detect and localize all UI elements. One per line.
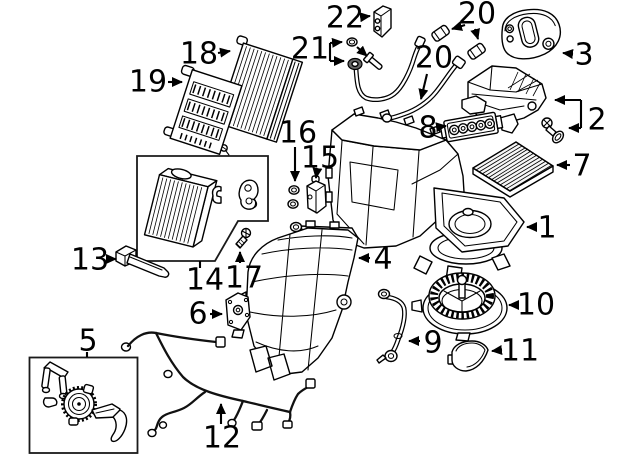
part-14-evaporator-kit-drawing xyxy=(143,144,259,248)
part-3-mounting-plate-drawing xyxy=(501,8,562,60)
part-6-actuator-drawing xyxy=(225,292,251,339)
callout-20-lower-label: 20 xyxy=(415,41,453,76)
part-10-blower-wheel-drawing xyxy=(411,272,508,342)
callout-20-upper[interactable]: 20 xyxy=(451,0,496,40)
callout-20-upper-label: 20 xyxy=(458,0,496,32)
callout-22-label: 22 xyxy=(326,1,364,36)
callout-9-label: 9 xyxy=(423,326,442,361)
callout-10[interactable]: 10 xyxy=(508,288,555,323)
callout-14-label: 14 xyxy=(186,263,224,298)
callout-15-label: 15 xyxy=(301,141,339,176)
part-16-o-rings-drawing xyxy=(287,185,303,233)
callout-17-label: 17 xyxy=(225,261,263,296)
part-11-cover-drawing xyxy=(447,340,489,372)
leader-line-18 xyxy=(217,47,231,58)
leader-line-22 xyxy=(359,12,371,23)
part-18-heater-core-drawing xyxy=(216,35,304,143)
part-5-box xyxy=(28,356,139,454)
part-13-bracket-drawing xyxy=(115,245,170,278)
callout-6[interactable]: 6 xyxy=(188,297,223,332)
callout-12-label: 12 xyxy=(203,421,241,456)
part-20-fitting-lower-drawing xyxy=(467,42,486,60)
callout-20-lower[interactable]: 20 xyxy=(415,41,453,100)
callout-5[interactable]: 5 xyxy=(78,324,97,359)
callout-2[interactable]: 2 xyxy=(554,95,607,138)
callout-16[interactable]: 16 xyxy=(279,116,317,182)
part-20-pipes-drawing xyxy=(353,35,466,123)
callout-4[interactable]: 4 xyxy=(358,242,393,277)
callout-19[interactable]: 19 xyxy=(129,65,183,100)
part-2-bolt-drawing xyxy=(541,117,565,144)
callout-17[interactable]: 17 xyxy=(225,251,263,296)
leader-line-11 xyxy=(491,345,503,355)
part-7-cabin-filter-drawing xyxy=(472,141,554,198)
callout-10-label: 10 xyxy=(517,288,555,323)
part-4-evaporator-case-drawing xyxy=(237,220,359,381)
leader-line-21-c xyxy=(356,45,368,57)
callout-9[interactable]: 9 xyxy=(408,326,443,361)
part-22-valve-drawing xyxy=(373,5,392,38)
callout-3-label: 3 xyxy=(574,38,593,73)
part-19-grille-panel-drawing xyxy=(163,64,243,155)
callout-21-label: 21 xyxy=(291,32,329,67)
callout-7-label: 7 xyxy=(572,149,591,184)
callout-7[interactable]: 7 xyxy=(556,149,592,184)
callout-15[interactable]: 15 xyxy=(301,141,339,179)
leader-line-21-a xyxy=(329,37,343,48)
parts-layer xyxy=(28,5,565,454)
part-8-flap-frame-drawing xyxy=(439,111,504,143)
callout-13-label: 13 xyxy=(71,243,109,278)
part-21-seal-kit-drawing xyxy=(346,37,383,71)
callout-1[interactable]: 1 xyxy=(526,211,557,246)
leader-line-20-lower xyxy=(418,73,429,100)
part-15-expansion-valve-drawing xyxy=(306,175,327,214)
leader-line-15 xyxy=(312,167,323,179)
part-17-screw-drawing xyxy=(235,227,252,249)
callout-3[interactable]: 3 xyxy=(562,38,594,73)
part-5-servo-motor-kit-drawing xyxy=(41,361,128,443)
callout-21[interactable]: 21 xyxy=(291,32,368,67)
part-20-fitting-upper-drawing xyxy=(431,24,450,42)
part-1-hvac-housing-drawing xyxy=(325,106,525,289)
callouts-layer: 22 20 3 21 18 20 19 xyxy=(71,0,607,456)
callout-11[interactable]: 11 xyxy=(491,334,539,369)
leader-line-3 xyxy=(562,49,574,59)
leader-line-20-upper-b xyxy=(470,27,480,40)
callout-12[interactable]: 12 xyxy=(203,403,241,456)
callout-11-label: 11 xyxy=(501,334,539,369)
callout-18-label: 18 xyxy=(180,37,218,72)
part-12-harness-drawing xyxy=(120,331,316,438)
leader-line-20-upper-a xyxy=(451,21,466,31)
leader-line-8 xyxy=(435,122,447,133)
callout-6-label: 6 xyxy=(188,297,207,332)
callout-18[interactable]: 18 xyxy=(180,37,231,72)
callout-8[interactable]: 8 xyxy=(418,111,447,146)
callout-19-label: 19 xyxy=(129,65,167,100)
part-9-drain-hose-drawing xyxy=(376,288,407,364)
part-2-housing-drawing xyxy=(461,65,547,134)
callout-1-label: 1 xyxy=(537,211,556,246)
callout-22[interactable]: 22 xyxy=(326,1,371,36)
callout-4-label: 4 xyxy=(373,242,392,277)
callout-14[interactable]: 14 xyxy=(186,261,224,298)
callout-8-label: 8 xyxy=(418,111,437,146)
callout-5-label: 5 xyxy=(78,324,97,359)
callout-2-label: 2 xyxy=(587,103,606,138)
callout-16-label: 16 xyxy=(279,116,317,151)
callout-13[interactable]: 13 xyxy=(71,243,117,278)
